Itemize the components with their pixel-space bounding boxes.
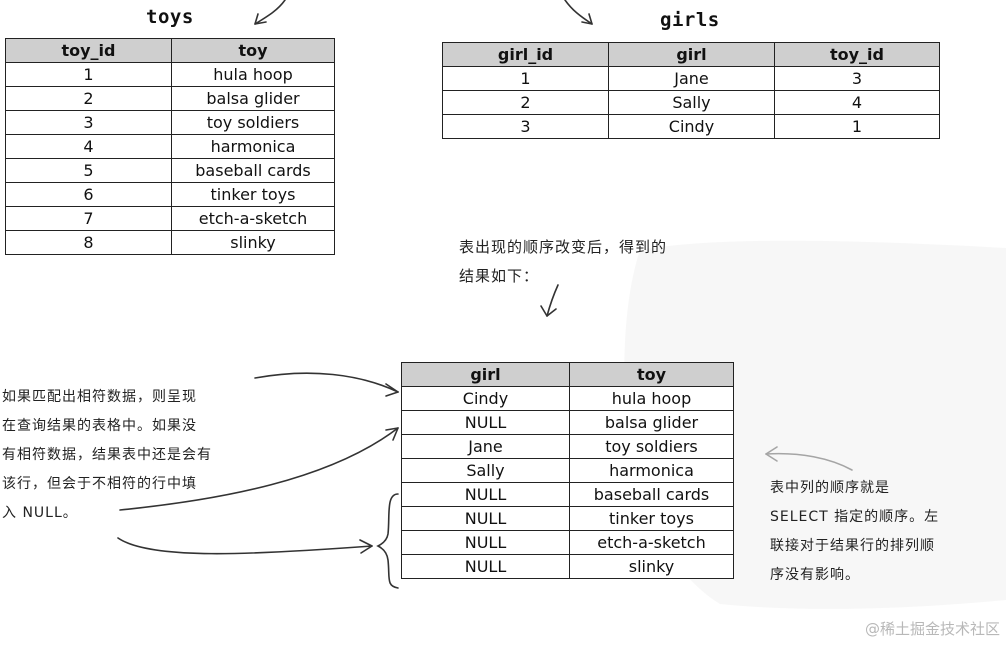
note-line: 入 NULL。	[2, 505, 78, 521]
note-line: 如果匹配出相符数据，则呈现	[2, 389, 197, 405]
cell: etch-a-sketch	[171, 206, 335, 231]
cell: Sally	[608, 90, 775, 115]
cell: 3	[442, 114, 609, 139]
cell: balsa glider	[171, 86, 335, 111]
cell: NULL	[401, 554, 570, 579]
cell: slinky	[171, 230, 335, 255]
cell: hula hoop	[171, 62, 335, 87]
cell: 1	[442, 66, 609, 91]
cell: tinker toys	[569, 506, 734, 531]
cell: 8	[5, 230, 172, 255]
cell: NULL	[401, 410, 570, 435]
column-header: toy_id	[774, 42, 940, 67]
cell: 2	[5, 86, 172, 111]
cell: 2	[442, 90, 609, 115]
note-line: 结果如下：	[459, 267, 540, 285]
cell: Jane	[401, 434, 570, 459]
note-line: SELECT 指定的顺序。左	[770, 509, 940, 525]
arrow-to-result	[546, 284, 559, 317]
column-header: girl	[608, 42, 775, 67]
girls-table-title: girls	[660, 9, 720, 31]
cell: harmonica	[171, 134, 335, 159]
cell: tinker toys	[171, 182, 335, 207]
cell: Jane	[608, 66, 775, 91]
cell: etch-a-sketch	[569, 530, 734, 555]
cell: Sally	[401, 458, 570, 483]
column-header: toy	[171, 38, 335, 63]
toys-table-title: toys	[146, 6, 194, 28]
cell: 3	[774, 66, 940, 91]
arrow-to-girls	[564, 0, 593, 25]
note-line: 该行，但会于不相符的行中填	[2, 476, 197, 492]
cell: hula hoop	[569, 386, 734, 411]
cell: toy soldiers	[171, 110, 335, 135]
note-line: 表出现的顺序改变后，得到的	[459, 238, 668, 256]
cell: 3	[5, 110, 172, 135]
cell: harmonica	[569, 458, 734, 483]
cell: NULL	[401, 482, 570, 507]
cell: Cindy	[401, 386, 570, 411]
table-header-row: toy_id toy	[5, 38, 335, 63]
cell: Cindy	[608, 114, 775, 139]
table-header-row: girl_id girl toy_id	[442, 42, 940, 67]
cell: balsa glider	[569, 410, 734, 435]
cell: 7	[5, 206, 172, 231]
column-header: toy_id	[5, 38, 172, 63]
arrow-to-matched-row	[254, 372, 399, 393]
cell: toy soldiers	[569, 434, 734, 459]
cell: NULL	[401, 506, 570, 531]
note-line: 序没有影响。	[770, 567, 860, 583]
cell: slinky	[569, 554, 734, 579]
note-line: 表中列的顺序就是	[770, 480, 890, 496]
cell: 5	[5, 158, 172, 183]
column-header: girl_id	[442, 42, 609, 67]
cell: 4	[5, 134, 172, 159]
cell: 1	[774, 114, 940, 139]
watermark: @稀土掘金技术社区	[864, 620, 1000, 638]
arrow-to-null-row	[119, 427, 399, 511]
table-header-row: girl toy	[401, 362, 734, 387]
cell: baseball cards	[171, 158, 335, 183]
cell: baseball cards	[569, 482, 734, 507]
match-explanation-note: 如果匹配出相符数据，则呈现 在查询结果的表格中。如果没 有相符数据，结果表中还是…	[2, 383, 212, 528]
column-header: toy	[569, 362, 734, 387]
cell: 1	[5, 62, 172, 87]
note-line: 有相符数据，结果表中还是会有	[2, 447, 212, 463]
null-rows-brace	[376, 493, 399, 589]
column-header: girl	[401, 362, 570, 387]
arrow-to-toys	[254, 0, 286, 25]
arrow-to-null-group	[117, 537, 373, 555]
cell: NULL	[401, 530, 570, 555]
note-line: 联接对于结果行的排列顺	[770, 538, 935, 554]
cell: 4	[774, 90, 940, 115]
note-line: 在查询结果的表格中。如果没	[2, 418, 197, 434]
cell: 6	[5, 182, 172, 207]
column-order-note: 表中列的顺序就是 SELECT 指定的顺序。左 联接对于结果行的排列顺 序没有影…	[770, 474, 939, 590]
order-change-note: 表出现的顺序改变后，得到的 结果如下：	[459, 233, 667, 291]
